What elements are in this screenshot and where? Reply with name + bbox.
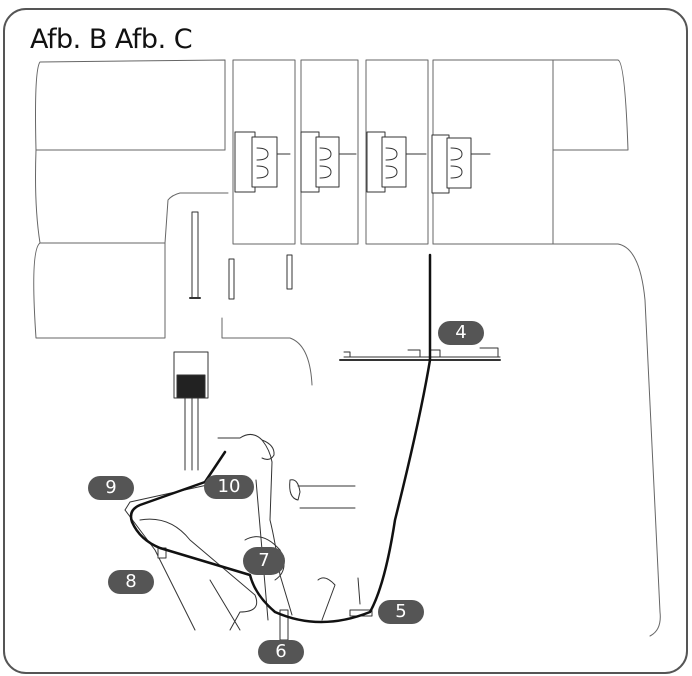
tension-dial-1 bbox=[234, 131, 291, 193]
looper-mechanism bbox=[124, 434, 373, 641]
front-cover bbox=[432, 243, 661, 637]
label-9-badge: 9 bbox=[88, 476, 134, 500]
label-6-badge: 6 bbox=[258, 640, 304, 664]
outer-frame bbox=[3, 8, 688, 674]
tension-dial-2 bbox=[300, 131, 357, 193]
machine-body-left bbox=[33, 59, 229, 339]
tension-dial-3 bbox=[366, 131, 427, 193]
tension-panels bbox=[232, 59, 629, 245]
tension-dial-4 bbox=[431, 134, 491, 194]
figure-title: Afb. B Afb. C bbox=[30, 24, 193, 55]
needle-clamp bbox=[173, 351, 209, 471]
label-5-badge: 5 bbox=[378, 600, 424, 624]
thread-path bbox=[129, 253, 432, 624]
label-4-badge: 4 bbox=[438, 321, 484, 345]
guide-rods bbox=[189, 211, 293, 300]
inner-cover-edge bbox=[221, 317, 313, 386]
thread-guide-bar bbox=[339, 347, 501, 361]
label-7-badge: 7 bbox=[243, 547, 285, 575]
label-8-badge: 8 bbox=[108, 570, 154, 594]
label-10-badge: 10 bbox=[204, 475, 254, 499]
